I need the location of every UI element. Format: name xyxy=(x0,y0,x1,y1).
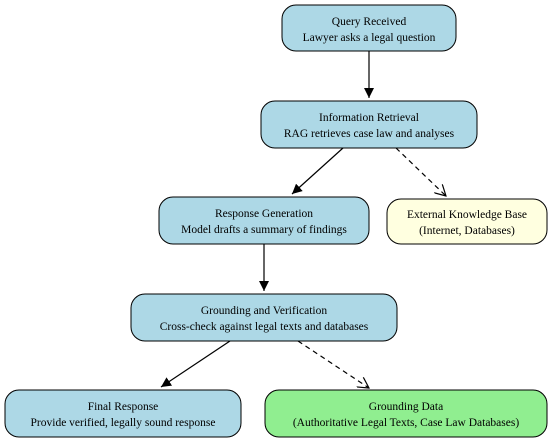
node-grounding-subtitle: Cross-check against legal texts and data… xyxy=(160,321,369,333)
node-external-subtitle: (Internet, Databases) xyxy=(419,225,515,237)
node-grounding-data-title: Grounding Data xyxy=(369,401,443,413)
node-final-subtitle: Provide verified, legally sound response xyxy=(31,417,216,429)
node-query-subtitle: Lawyer asks a legal question xyxy=(303,32,436,44)
edge-retrieval-to-external xyxy=(395,147,446,196)
node-final: Final Response Provide verified, legally… xyxy=(4,389,242,438)
node-grounding-data: Grounding Data (Authoritative Legal Text… xyxy=(264,389,548,438)
node-retrieval-title: Information Retrieval xyxy=(319,112,419,124)
node-retrieval: Information Retrieval RAG retrieves case… xyxy=(260,100,478,149)
node-grounding: Grounding and Verification Cross-check a… xyxy=(130,293,398,342)
node-query-title: Query Received xyxy=(332,16,407,28)
node-generation: Response Generation Model drafts a summa… xyxy=(158,196,370,245)
node-external: External Knowledge Base (Internet, Datab… xyxy=(386,198,548,245)
edge-grounding-to-grounding-data xyxy=(297,340,369,388)
edge-grounding-to-final xyxy=(160,340,231,388)
node-retrieval-subtitle: RAG retrieves case law and analyses xyxy=(284,128,455,140)
node-grounding-title: Grounding and Verification xyxy=(201,305,328,317)
node-query: Query Received Lawyer asks a legal quest… xyxy=(281,4,457,52)
node-generation-subtitle: Model drafts a summary of findings xyxy=(181,224,347,236)
node-final-title: Final Response xyxy=(88,401,159,413)
node-grounding-data-subtitle: (Authoritative Legal Texts, Case Law Dat… xyxy=(293,417,520,429)
node-external-title: External Knowledge Base xyxy=(407,209,527,221)
node-generation-title: Response Generation xyxy=(215,208,313,220)
edge-retrieval-to-generation xyxy=(291,147,344,195)
edges-layer xyxy=(160,51,446,388)
